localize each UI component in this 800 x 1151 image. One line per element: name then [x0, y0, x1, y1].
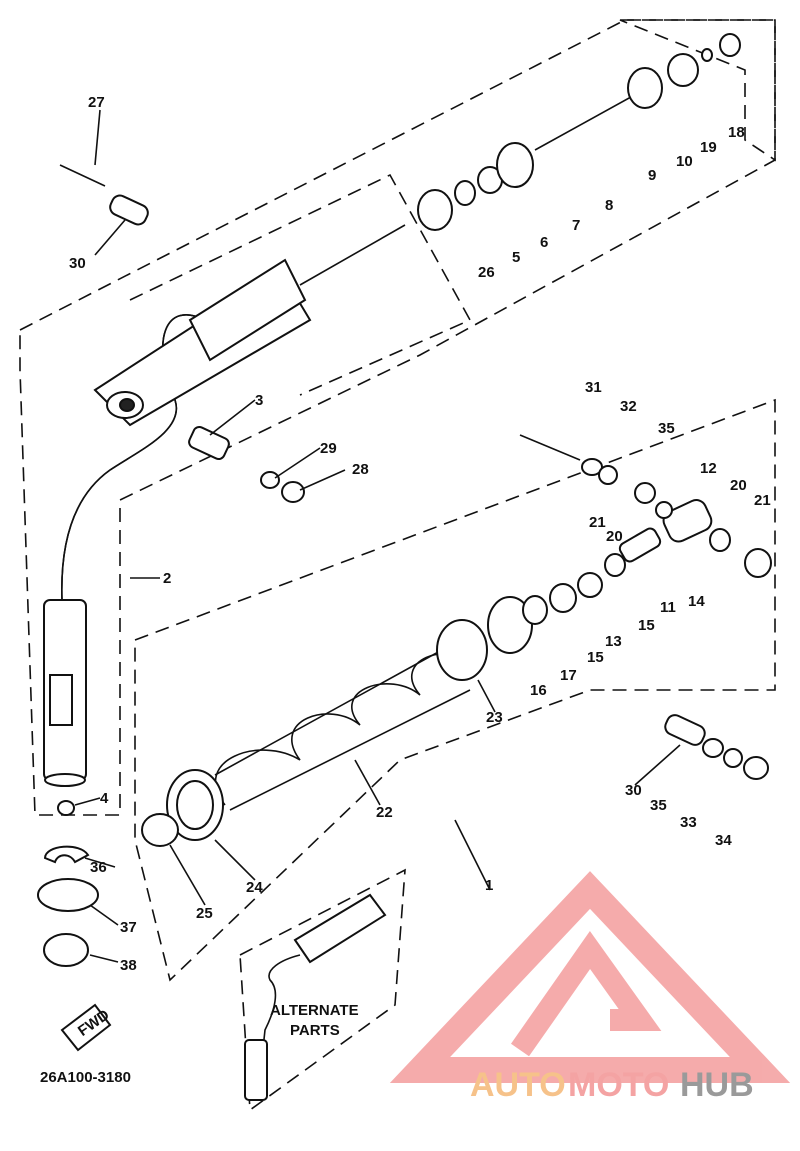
reservoir [43, 599, 87, 787]
callout-6: 6 [540, 234, 548, 251]
callout-32: 32 [620, 398, 637, 415]
part-code: 26A100-3180 [40, 1069, 131, 1086]
callout-16: 16 [530, 682, 547, 699]
callout-18: 18 [728, 124, 745, 141]
callout-15b: 15 [587, 649, 604, 666]
callout-20b: 20 [730, 477, 747, 494]
watermark-text: AUTO MOTO HUB [470, 1066, 754, 1104]
shock-upper-boundary [129, 173, 472, 396]
triangle-logo-icon [389, 871, 791, 1083]
alternate-label-line1: ALTERNATE [270, 1002, 359, 1019]
fwd-arrow: FWD [60, 1003, 113, 1052]
alternate-parts-drawing [244, 893, 387, 1101]
callout-30: 30 [69, 255, 86, 272]
callout-27: 27 [88, 94, 105, 111]
shock-absorber-body [93, 224, 406, 427]
watermark-hub: HUB [680, 1066, 754, 1104]
callout-35: 35 [658, 420, 675, 437]
callout-15: 15 [638, 617, 655, 634]
callout-7: 7 [572, 217, 580, 234]
circlip [141, 813, 179, 847]
callout-37: 37 [120, 919, 137, 936]
callout-26: 26 [478, 264, 495, 281]
callout-11: 11 [660, 599, 676, 616]
callout-21b: 21 [754, 492, 771, 509]
watermark-moto: MOTO [568, 1066, 669, 1104]
callout-34: 34 [715, 832, 732, 849]
callout-4: 4 [100, 790, 109, 807]
watermark-logo [389, 871, 791, 1083]
callout-13: 13 [605, 633, 622, 650]
callout-25: 25 [196, 905, 213, 922]
callout-8: 8 [605, 197, 613, 214]
alternate-label-line2: PARTS [290, 1022, 340, 1039]
callout-31: 31 [585, 379, 602, 396]
callout-17: 17 [560, 667, 577, 684]
callout-20: 20 [606, 528, 623, 545]
callout-2: 2 [163, 570, 171, 587]
callout-21: 21 [589, 514, 606, 531]
spring-guide [436, 619, 488, 681]
callout-33: 33 [680, 814, 697, 831]
callout-1: 1 [485, 877, 493, 894]
callout-9: 9 [648, 167, 656, 184]
callout-22: 22 [376, 804, 393, 821]
reservoir-hose-inner [61, 314, 206, 601]
spring [214, 639, 471, 811]
callout-35b: 35 [650, 797, 667, 814]
watermark-auto: AUTO [470, 1066, 566, 1104]
callout-19: 19 [700, 139, 717, 156]
callout-3: 3 [255, 392, 263, 409]
callout-30b: 30 [625, 782, 642, 799]
callout-36: 36 [90, 859, 107, 876]
lower-assembly-boundary [134, 398, 776, 982]
callout-10: 10 [676, 153, 693, 170]
callout-12: 12 [700, 460, 717, 477]
callout-23: 23 [486, 709, 503, 726]
upper-right-kit-boundary [619, 19, 776, 162]
callout-14: 14 [688, 593, 705, 610]
callout-28: 28 [352, 461, 369, 478]
adjuster-nut [487, 596, 533, 654]
callout-5: 5 [512, 249, 520, 266]
callout-38: 38 [120, 957, 137, 974]
callout-24: 24 [246, 879, 263, 896]
callout-29: 29 [320, 440, 337, 457]
callout-labels: 1 2 3 4 5 6 7 8 9 10 11 12 13 14 15 15 1… [69, 94, 771, 974]
